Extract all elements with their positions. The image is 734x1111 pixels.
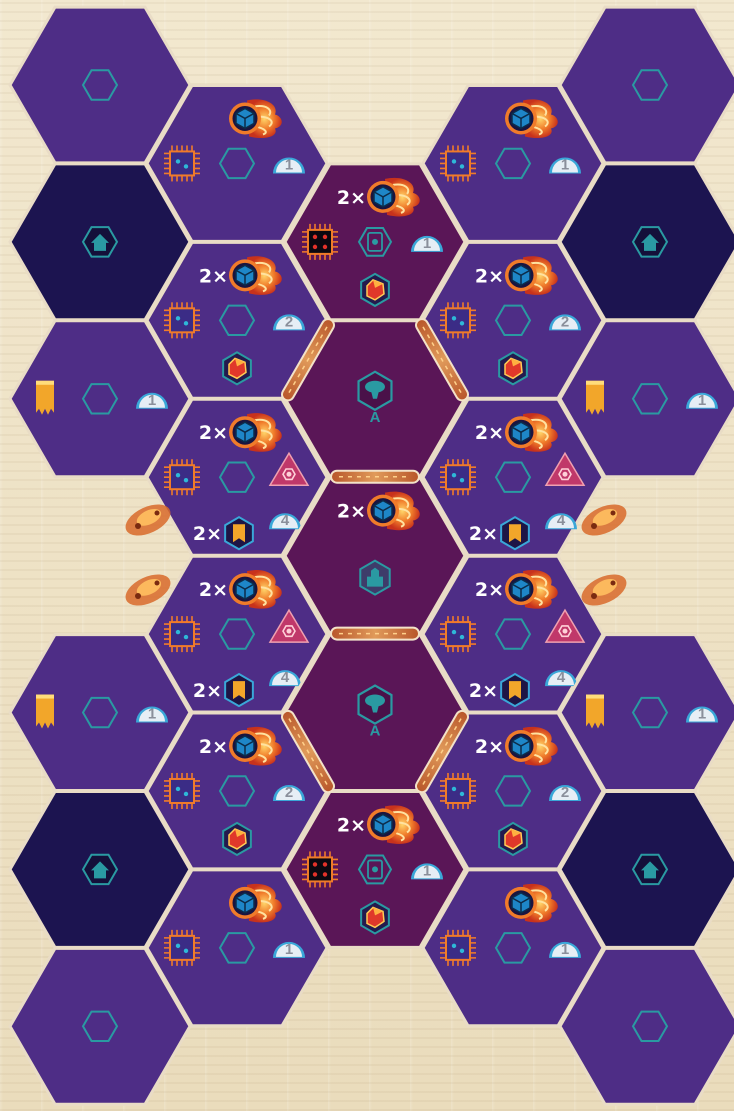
multiplier-label: 2×	[193, 523, 222, 545]
level-value: 1	[698, 706, 706, 723]
relic-letter: A	[370, 409, 381, 426]
multiplier-label: 2×	[199, 579, 228, 601]
level-value: 4	[281, 669, 290, 686]
home-icon	[633, 227, 667, 256]
level-value: 2	[285, 313, 293, 330]
home-icon	[633, 855, 667, 884]
circuit-chip-icon	[164, 930, 200, 966]
circuit-chip-icon	[440, 773, 476, 809]
multiplier-label: 2×	[199, 265, 228, 287]
circuit-chip-icon	[164, 145, 200, 181]
multiplier-label: 2×	[199, 422, 228, 444]
level-value: 1	[698, 392, 706, 409]
level-value: 1	[285, 156, 293, 173]
level-value: 1	[423, 862, 431, 879]
level-value: 2	[561, 313, 569, 330]
circuit-chip-icon	[164, 773, 200, 809]
tiles-layer: 1112×22×2×42×2×42×212×1A2×A2×112×22×2×42…	[10, 7, 734, 1104]
home-icon	[83, 855, 117, 884]
multiplier-label: 2×	[475, 422, 504, 444]
level-value: 4	[557, 512, 566, 529]
circuit-chip-icon	[440, 459, 476, 495]
black-chip-icon	[302, 224, 338, 260]
level-value: 2	[561, 784, 569, 801]
circuit-chip-icon	[164, 459, 200, 495]
multiplier-label: 2×	[193, 680, 222, 702]
circuit-chip-icon	[164, 616, 200, 652]
level-value: 1	[148, 392, 156, 409]
multiplier-label: 2×	[475, 265, 504, 287]
relic-letter: A	[370, 723, 381, 740]
multiplier-label: 2×	[337, 187, 366, 209]
circuit-chip-icon	[440, 302, 476, 338]
multiplier-label: 2×	[337, 814, 366, 836]
multiplier-label: 2×	[475, 736, 504, 758]
multiplier-label: 2×	[469, 523, 498, 545]
multiplier-label: 2×	[199, 736, 228, 758]
circuit-chip-icon	[440, 145, 476, 181]
level-value: 4	[281, 512, 290, 529]
circuit-chip-icon	[164, 302, 200, 338]
level-value: 1	[285, 941, 293, 958]
level-value: 1	[561, 156, 569, 173]
circuit-chip-icon	[440, 616, 476, 652]
level-value: 1	[148, 706, 156, 723]
black-chip-icon	[302, 851, 338, 887]
home-icon	[83, 227, 117, 256]
multiplier-label: 2×	[469, 680, 498, 702]
level-value: 1	[561, 941, 569, 958]
wall-segment	[331, 471, 419, 483]
wall-segment	[331, 628, 419, 640]
circuit-chip-icon	[440, 930, 476, 966]
level-value: 2	[285, 784, 293, 801]
level-value: 1	[423, 235, 431, 252]
multiplier-label: 2×	[475, 579, 504, 601]
multiplier-label: 2×	[337, 501, 366, 523]
level-value: 4	[557, 669, 566, 686]
